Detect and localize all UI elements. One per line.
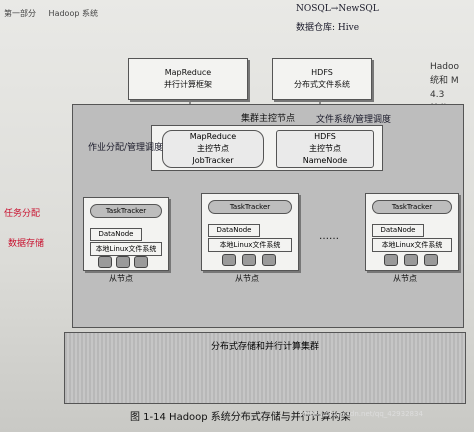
handwriting-job-schedule: 作业分配/管理调度	[88, 143, 164, 153]
handwriting-fs-schedule: 文件系统/管理调度	[316, 115, 392, 125]
local-fs-2: 本地Linux文件系统	[208, 238, 292, 252]
disk-icon	[384, 254, 398, 266]
worker-label-2: 从节点	[235, 274, 259, 283]
running-header: 第一部分 Hadoop 系统	[4, 8, 108, 19]
handwriting-nosql: NOSQL→NewSQL	[296, 4, 379, 14]
namenode-line-1: HDFS	[314, 132, 336, 141]
disk-icon	[404, 254, 418, 266]
mapreduce-framework-box: MapReduce 并行计算框架	[128, 58, 248, 100]
hdfs-box: HDFS 分布式文件系统	[272, 58, 372, 100]
mapreduce-subtitle: 并行计算框架	[164, 80, 212, 89]
disk-icon	[98, 256, 112, 268]
ellipsis: ……	[319, 231, 339, 242]
namenode-node: HDFS 主控节点 NameNode	[276, 130, 374, 168]
right-line-1: Hadoo	[430, 62, 460, 72]
worker-node-2: TaskTracker DataNode 本地Linux文件系统	[201, 193, 299, 271]
right-line-3: 4.3	[430, 90, 445, 100]
handwriting-data-store: 数据存储	[8, 239, 45, 249]
disk-icon	[262, 254, 276, 266]
storage-title: 分布式存储和并行计算集群	[210, 342, 319, 352]
datanode-3: DataNode	[372, 224, 424, 237]
handwriting-hive: 数据仓库: Hive	[296, 23, 360, 33]
tasktracker-1: TaskTracker	[90, 204, 162, 218]
tasktracker-2: TaskTracker	[208, 200, 292, 214]
storage-cluster: 分布式存储和并行计算集群	[64, 332, 466, 404]
datanode-1: DataNode	[90, 228, 142, 241]
datanode-2: DataNode	[208, 224, 260, 237]
watermark: https://blog.csdn.net/qq_42932834	[300, 410, 423, 418]
hdfs-title: HDFS	[311, 68, 333, 77]
right-line-2: 统和 M	[430, 76, 459, 86]
hdfs-subtitle: 分布式文件系统	[294, 80, 350, 89]
worker-node-1: TaskTracker DataNode 本地Linux文件系统	[83, 197, 169, 271]
local-fs-3: 本地Linux文件系统	[372, 238, 452, 252]
disk-icon	[116, 256, 130, 268]
disk-icon	[222, 254, 236, 266]
worker-label-1: 从节点	[109, 274, 133, 283]
master-cluster: 集群主控节点 MapReduce 主控节点 JobTracker HDFS 主控…	[72, 104, 464, 328]
figure-caption: 图 1-14 Hadoop 系统分布式存储与并行计算构架	[130, 412, 351, 423]
disk-icon	[242, 254, 256, 266]
worker-node-3: TaskTracker DataNode 本地Linux文件系统	[365, 193, 459, 271]
master-nodes-row: MapReduce 主控节点 JobTracker HDFS 主控节点 Name…	[151, 125, 383, 171]
header-book: Hadoop 系统	[48, 9, 98, 18]
disk-icon	[424, 254, 438, 266]
namenode-line-2: 主控节点	[309, 144, 341, 153]
namenode-line-3: NameNode	[302, 156, 348, 165]
handwriting-task-assign: 任务分配	[4, 209, 41, 219]
header-chapter: 第一部分	[4, 9, 36, 18]
worker-label-3: 从节点	[393, 274, 417, 283]
jobtracker-line-2: 主控节点	[197, 144, 229, 153]
tasktracker-3: TaskTracker	[372, 200, 452, 214]
disk-icon	[134, 256, 148, 268]
cluster-title: 集群主控节点	[240, 114, 295, 124]
jobtracker-line-3: JobTracker	[192, 156, 234, 165]
jobtracker-line-1: MapReduce	[189, 132, 237, 141]
jobtracker-node: MapReduce 主控节点 JobTracker	[162, 130, 264, 168]
local-fs-1: 本地Linux文件系统	[90, 242, 162, 256]
mapreduce-title: MapReduce	[164, 68, 212, 77]
